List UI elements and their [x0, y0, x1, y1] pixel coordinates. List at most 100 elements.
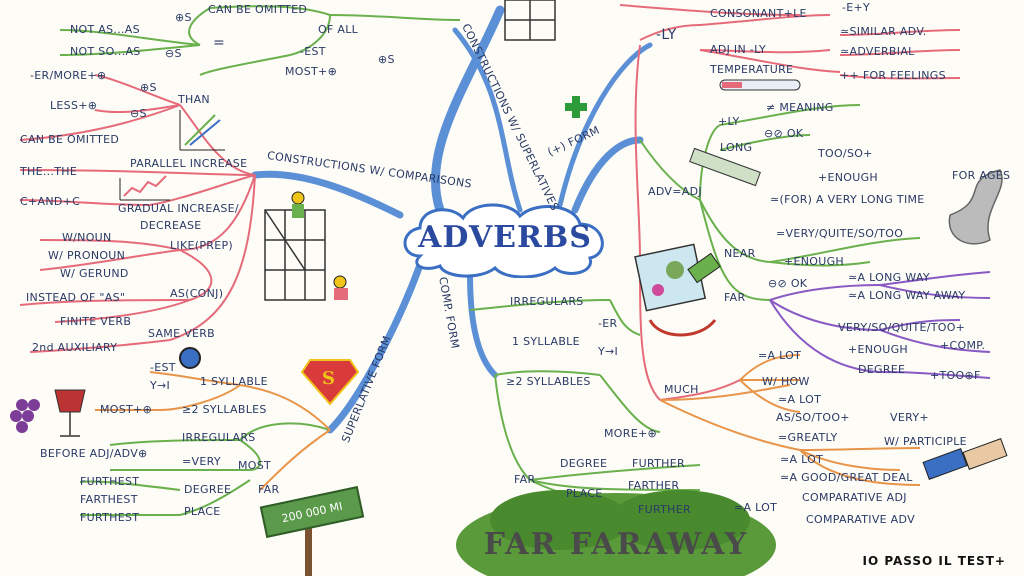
label-comp-y-i: Y→I	[598, 345, 619, 358]
purple-branches	[769, 271, 991, 379]
label-sup-most-plus: MOST+⊕	[100, 403, 153, 416]
label-enough2: +ENOUGH	[784, 255, 845, 268]
photo-illustration	[634, 243, 717, 337]
label-than: THAN	[178, 93, 210, 106]
pink-branches	[19, 4, 961, 401]
label-ly: -LY	[656, 27, 677, 43]
superman-logo-illustration: S	[300, 359, 360, 406]
label-w-participle: W/ PARTICIPLE	[884, 435, 967, 448]
thermometer-illustration	[719, 79, 801, 91]
workers-illustration	[291, 191, 348, 300]
label-far-right: FAR	[724, 291, 746, 304]
increase-graph-illustration	[119, 110, 225, 201]
green-branches	[59, 5, 921, 517]
label-gradual: GRADUAL INCREASE/	[118, 202, 239, 215]
label-sup-place: PLACE	[184, 505, 221, 518]
label-as-so-too: AS/SO/TOO+	[776, 411, 850, 424]
center-title: ADVERBS	[418, 219, 592, 255]
label-comp-one-syllable: 1 SYLLABLE	[512, 335, 580, 348]
signpost-pole	[305, 505, 312, 576]
label-est-top: -EST	[300, 45, 326, 58]
label-comp-further2: FURTHER	[638, 503, 691, 516]
label-sup-before: BEFORE ADJ/ADV⊕	[40, 447, 148, 460]
label-e-y: -E+Y	[842, 1, 871, 14]
label-sup-most: MOST	[238, 459, 272, 472]
label-same-verb: SAME VERB	[148, 327, 216, 340]
label-very-quite: =VERY/QUITE/SO/TOO	[776, 227, 904, 240]
label-comparative-adj: COMPARATIVE ADJ	[802, 491, 907, 504]
cloud-shape	[403, 203, 604, 279]
label-like-prep: LIKE(PREP)	[170, 239, 233, 252]
label-very-plus: VERY+	[890, 411, 929, 424]
label-near: NEAR	[724, 247, 756, 260]
label-c-and-c: C+AND+C	[20, 195, 81, 208]
label-much: MUCH	[664, 383, 699, 396]
label-of-all: OF ALL	[318, 23, 359, 36]
label-plus-s-comp: ⊕S	[140, 81, 157, 94]
label-as-conj: AS(CONJ)	[170, 287, 224, 300]
label-sup-degree: DEGREE	[184, 483, 232, 496]
label-sup-farthest: FARTHEST	[80, 493, 138, 506]
orange-branches	[95, 354, 921, 491]
label-a-long-way-away: ≃A LONG WAY AWAY	[848, 289, 966, 302]
label-for-very-long: ≃(FOR) A VERY LONG TIME	[770, 193, 925, 206]
label-plus-s-top2: ⊕S	[378, 53, 395, 66]
label-comp: +COMP.	[940, 339, 986, 352]
compass-illustration	[179, 347, 201, 369]
pointing-hand-illustration	[687, 252, 721, 284]
label-decrease: DECREASE	[140, 219, 202, 232]
label-enough3: +ENOUGH	[848, 343, 909, 356]
label-greatly: =GREATLY	[778, 431, 838, 444]
label-adj-in-ly: ADJ IN -LY	[710, 43, 767, 56]
faraway-bush-illustration	[456, 490, 776, 576]
label-enough: +ENOUGH	[818, 171, 879, 184]
label-comp-irregulars: IRREGULARS	[510, 295, 584, 308]
handshake-illustration	[922, 438, 1008, 480]
label-comp-far: FAR	[514, 473, 536, 486]
label-sup-far: FAR	[258, 483, 280, 496]
faraway-text: FAR FARAWAY	[483, 526, 749, 562]
svg-text:S: S	[322, 368, 335, 389]
label-sup-very: =VERY	[182, 455, 221, 468]
label-w-pronoun: W/ PRONOUN	[48, 249, 126, 262]
label-equals: =	[213, 35, 226, 51]
label-a-long-way: ≃A LONG WAY	[848, 271, 930, 284]
label-similar: ≃SIMILAR ADV.	[840, 25, 927, 38]
label-can-be-omitted-top: CAN BE OMITTED	[208, 3, 308, 16]
green-plus-icon	[565, 96, 587, 118]
label-aux: 2nd AUXILIARY	[32, 341, 118, 354]
label-not-so: NOT SO...AS	[70, 45, 141, 58]
brand-logo-text: IO PASSO IL TEST+	[862, 554, 1006, 568]
label-adv-adj: ADV=ADJ	[648, 185, 702, 198]
label-plus-s-top: ⊕S	[175, 11, 192, 24]
label-good-great-deal: ≃A GOOD/GREAT DEAL	[780, 471, 913, 484]
label-finite-verb: FINITE VERB	[60, 315, 132, 328]
label-w-gerund: W/ GERUND	[60, 267, 129, 280]
label-temperature: TEMPERATURE	[710, 63, 794, 76]
label-too-so: TOO/SO+	[818, 147, 873, 160]
label-er-more: -ER/MORE+⊕	[30, 69, 107, 82]
label-not-as: NOT AS...AS	[70, 23, 140, 36]
label-feelings: ++ FOR FEELINGS	[840, 69, 946, 82]
label-can-be-omitted-comp: CAN BE OMITTED	[20, 133, 120, 146]
label-w-how: W/ HOW	[762, 375, 810, 388]
label-ok2: ⊖⊘ OK	[768, 277, 808, 290]
label-comparative-adv: COMPARATIVE ADV	[806, 513, 915, 526]
label-w-noun: W/NOUN	[62, 231, 112, 244]
label-a-lot: =A LOT	[758, 349, 802, 362]
label-a-lot3: ≃A LOT	[780, 453, 824, 466]
label-comp-more-plus: MORE+⊕	[604, 427, 657, 440]
label-degree-right: DEGREE	[858, 363, 906, 376]
label-sup-irregulars: IRREGULARS	[182, 431, 256, 444]
label-meaning: ≠ MEANING	[766, 101, 834, 114]
center-cloud: ADVERBS	[395, 196, 615, 279]
label-consonant-le: CONSONANT+LE	[710, 7, 807, 20]
label-ok: ⊖⊘ OK	[764, 127, 804, 140]
label-comp-place: PLACE	[566, 487, 603, 500]
ruler-illustration	[689, 147, 761, 187]
label-minus-s-comp: ⊖S	[130, 107, 147, 120]
label-comp-two-syllables: ≥2 SYLLABLES	[506, 375, 591, 388]
label-parallel-increase: PARALLEL INCREASE	[130, 157, 248, 170]
snake-illustration	[948, 169, 1003, 245]
